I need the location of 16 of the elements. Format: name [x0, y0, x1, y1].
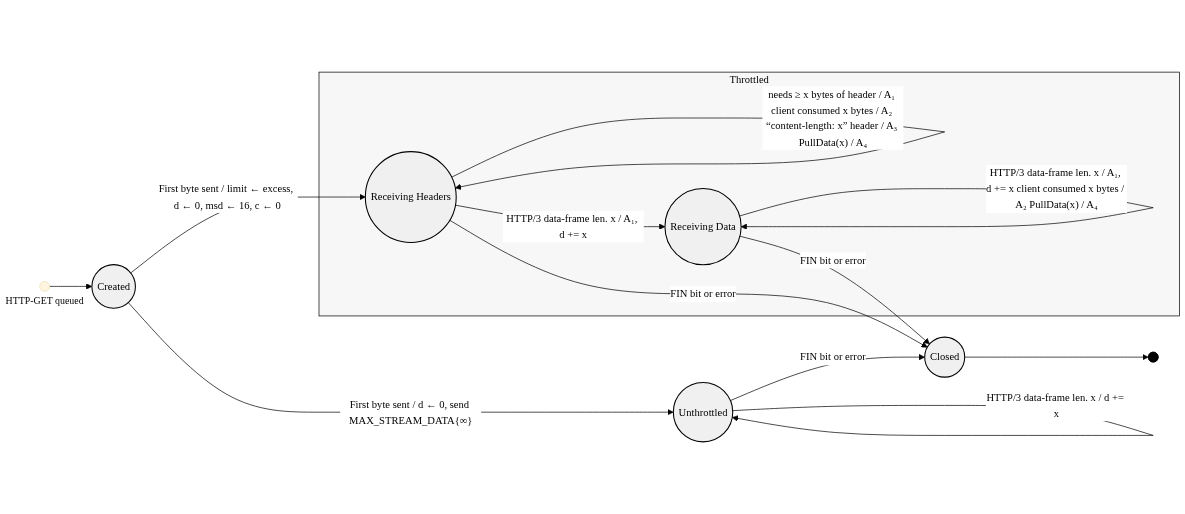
- edge-label: First byte sent / d ← 0, send MAX_STREAM_DATA{∞}: [349, 398, 473, 426]
- edge-label: HTTP/3 data-frame len. x / A₁, d += x client consumed x bytes / A₂ PullData(x) / A₄: [986, 167, 1125, 211]
- node-circle: Receiving Data: [664, 188, 742, 266]
- node-caption: HTTP-GET queued: [5, 295, 84, 307]
- edge-label: FIN bit or error: [670, 288, 736, 300]
- edge-label: FIN bit or error: [800, 254, 866, 266]
- node-circle: Receiving Headers: [364, 151, 457, 243]
- node-circle: Closed: [924, 336, 966, 378]
- edge-label: HTTP/3 data-frame len. x / d += x: [986, 391, 1124, 419]
- edge-label: HTTP/3 data-frame len. x / A₁, d += x: [506, 212, 638, 241]
- edge-label: FIN bit or error: [800, 351, 866, 363]
- node-circle: Unthrottled: [672, 381, 734, 443]
- node-circle: [39, 281, 50, 292]
- edge-label: needs ≥ x bytes of header / A₁ client consumed x bytes / A₂ “content-length: x” header / A₃ PullData(x) / A₄: [765, 88, 898, 148]
- node-circle: Created: [91, 264, 136, 309]
- edge-label: First byte sent / limit ← excess, d ← 0, msd ← 16, c ← 0: [158, 183, 294, 211]
